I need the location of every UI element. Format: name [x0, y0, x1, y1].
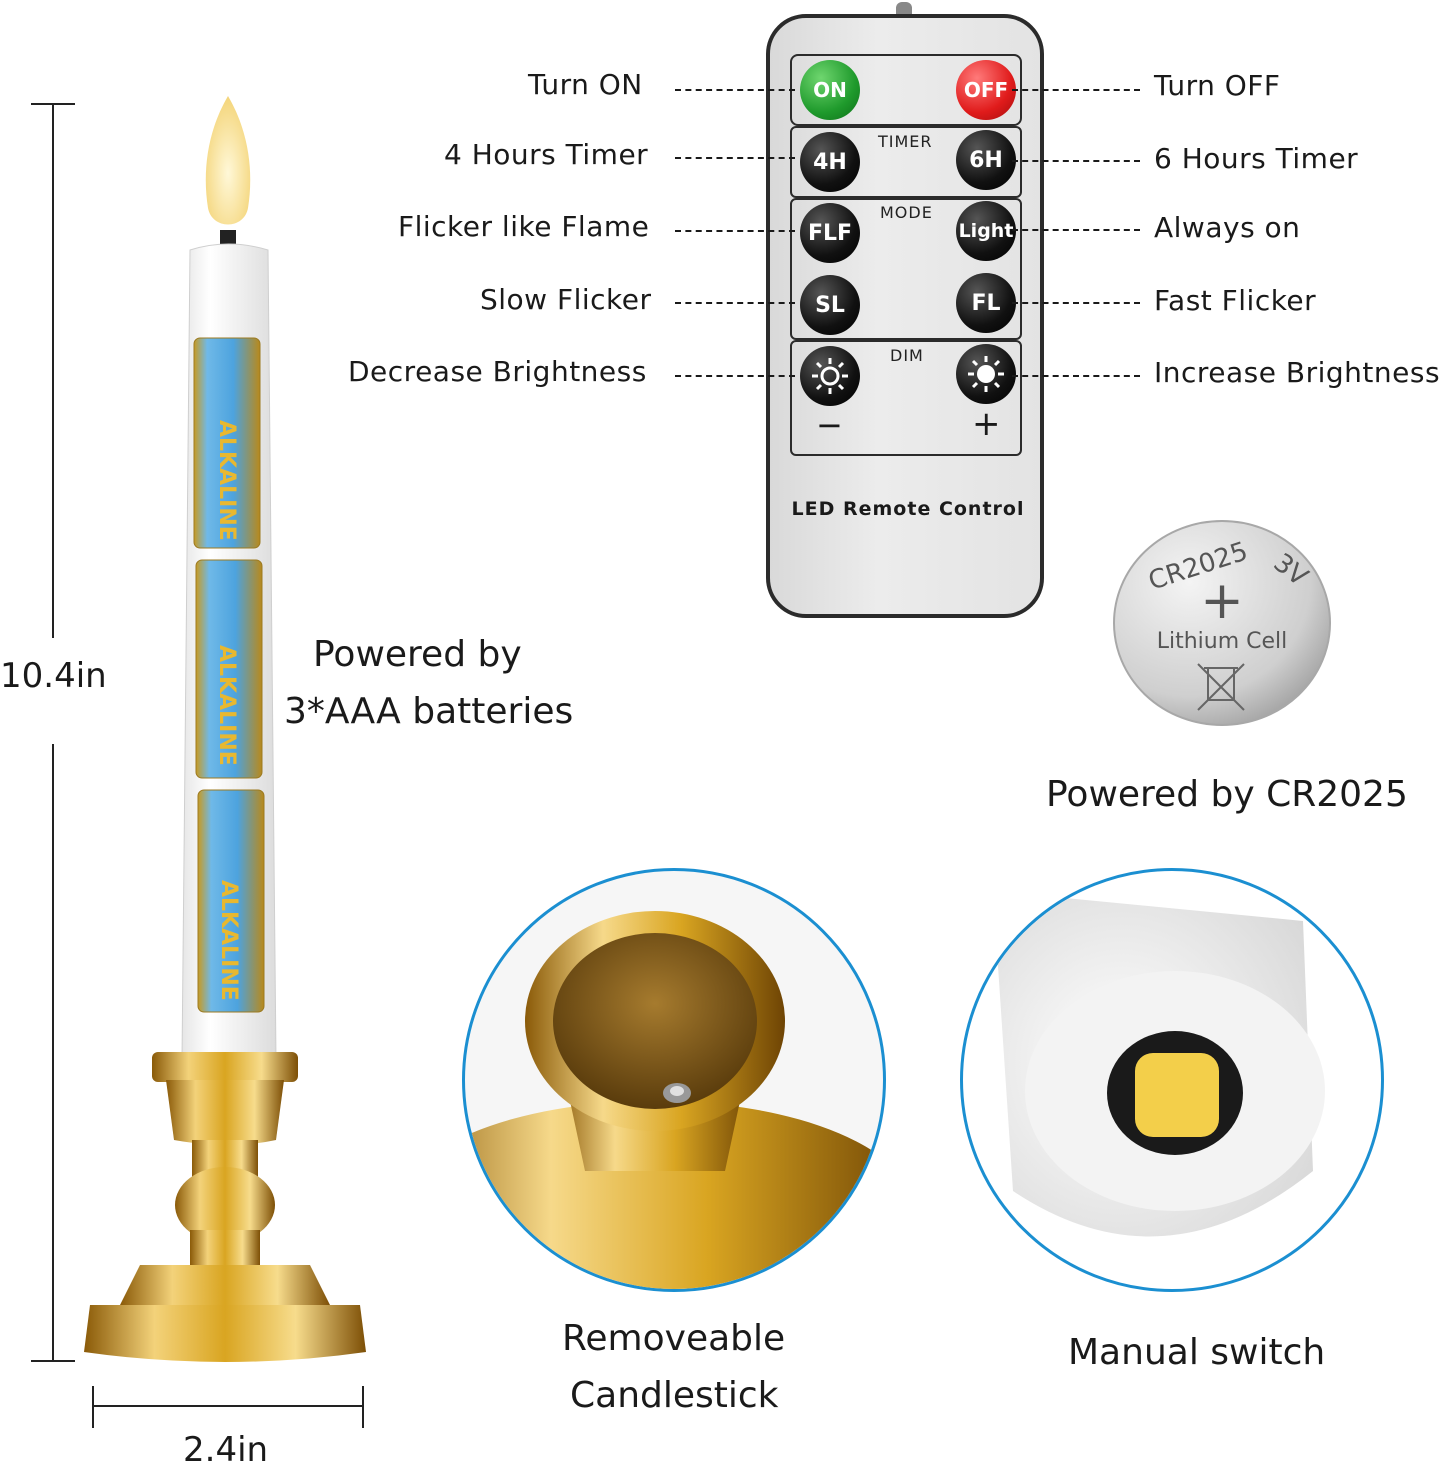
dim-panel — [790, 340, 1022, 456]
leader-flicker-like-flame — [675, 230, 795, 232]
remote-ir-tip — [896, 2, 912, 14]
coin-battery-image: CR2025 3V + Lithium Cell — [1113, 520, 1331, 726]
label-fast-flicker: Fast Flicker — [1154, 284, 1317, 317]
remote-control: ON OFF TIMER 4H 6H MODE FLF Light SL FL … — [766, 14, 1044, 618]
sl-button[interactable]: SL — [800, 275, 860, 335]
label-turn-off: Turn OFF — [1154, 69, 1281, 102]
recycle-bin-icon — [1197, 663, 1245, 711]
coin-type: Lithium Cell — [1157, 629, 1288, 654]
mode-section-label: MODE — [880, 203, 933, 222]
dim-section-label: DIM — [890, 346, 924, 365]
manual-switch-closeup — [960, 868, 1384, 1292]
candlestick-cup-image — [465, 911, 883, 1289]
width-value: 2.4in — [183, 1430, 269, 1470]
coin-caption: Powered by CR2025 — [1046, 774, 1408, 815]
sun-outline-icon — [812, 358, 848, 394]
timer-panel — [790, 126, 1022, 198]
candlestick-caption-line1: Removeable — [562, 1318, 786, 1359]
timer-section-label: TIMER — [878, 132, 933, 151]
label-6-hours-timer: 6 Hours Timer — [1154, 142, 1359, 175]
leader-fast-flicker — [1012, 302, 1140, 304]
on-button[interactable]: ON — [800, 60, 860, 120]
4h-button[interactable]: 4H — [800, 132, 860, 192]
minus-symbol: − — [816, 406, 843, 444]
aaa-caption-line2: 3*AAA batteries — [284, 691, 574, 732]
battery-brand-2: ALKALINE — [214, 645, 239, 766]
label-decrease-brightness: Decrease Brightness — [348, 355, 647, 388]
remote-footer-label: LED Remote Control — [791, 498, 1025, 520]
decrease-brightness-button[interactable] — [800, 346, 860, 406]
candlestick-closeup — [462, 868, 886, 1292]
leader-slow-flicker — [675, 302, 795, 304]
fl-button[interactable]: FL — [956, 273, 1016, 333]
manual-switch-image — [993, 891, 1325, 1237]
flf-button[interactable]: FLF — [800, 203, 860, 263]
leader-6-hours-timer — [1012, 160, 1140, 162]
leader-turn-on — [675, 89, 795, 91]
leader-decrease-brightness — [675, 375, 795, 377]
label-4-hours-timer: 4 Hours Timer — [444, 138, 649, 171]
battery-brand-1: ALKALINE — [214, 420, 239, 541]
leader-always-on — [1012, 229, 1140, 231]
height-value: 10.4in — [0, 656, 107, 696]
label-always-on: Always on — [1154, 211, 1301, 244]
increase-brightness-button[interactable] — [956, 344, 1016, 404]
label-turn-on: Turn ON — [528, 68, 643, 101]
coin-plus: + — [1200, 571, 1244, 631]
candlestick-caption-line2: Candlestick — [570, 1375, 779, 1416]
mode-panel — [790, 198, 1022, 340]
sun-filled-icon — [968, 356, 1004, 392]
light-button[interactable]: Light — [956, 201, 1016, 261]
leader-increase-brightness — [1012, 375, 1140, 377]
label-increase-brightness: Increase Brightness — [1154, 356, 1441, 389]
aaa-caption-line1: Powered by — [313, 634, 522, 675]
label-flicker-like-flame: Flicker like Flame — [398, 210, 650, 243]
battery-brand-3: ALKALINE — [216, 880, 241, 1001]
leader-4-hours-timer — [675, 157, 795, 159]
candle-illustration: ALKALINE ALKALINE ALKALINE — [84, 96, 366, 1362]
leader-turn-off — [1012, 89, 1140, 91]
off-button[interactable]: OFF — [956, 60, 1016, 120]
manual-switch-caption: Manual switch — [1068, 1332, 1326, 1373]
plus-symbol: + — [972, 404, 1001, 444]
label-slow-flicker: Slow Flicker — [480, 283, 652, 316]
6h-button[interactable]: 6H — [956, 130, 1016, 190]
